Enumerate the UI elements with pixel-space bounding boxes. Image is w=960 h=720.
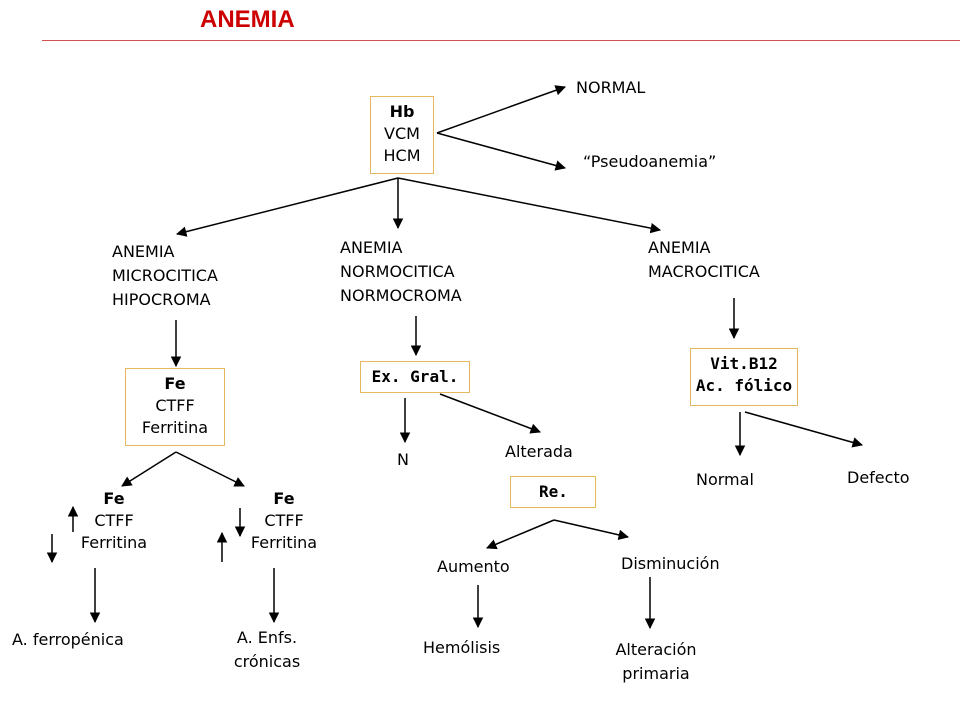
title-divider bbox=[42, 40, 960, 41]
fe-right-line3: Ferritina bbox=[250, 533, 318, 552]
aumento-label: Aumento bbox=[437, 557, 510, 576]
hemolisis-label: Hemólisis bbox=[423, 638, 501, 657]
arrow-hb-pseudo bbox=[436, 132, 567, 171]
macro-normal-label: Normal bbox=[696, 470, 754, 489]
fe-left-line3: Ferritina bbox=[80, 533, 148, 552]
arrow-vit-defecto bbox=[744, 411, 864, 448]
arrow-hb-normal bbox=[436, 85, 566, 134]
macro-line2: MACROCITICA bbox=[648, 262, 760, 281]
micro-line2: MICROCITICA bbox=[112, 266, 218, 285]
a-enfs-line1: A. Enfs. bbox=[236, 628, 298, 647]
ex-gral-box: Ex. Gral. bbox=[360, 361, 470, 393]
hb-box: Hb VCM HCM bbox=[370, 96, 434, 174]
arrow-re-aumento bbox=[486, 519, 555, 550]
fe-left-group: Fe CTFF Ferritina bbox=[72, 488, 156, 554]
alteracion-line1: Alteración bbox=[615, 640, 697, 659]
vit-box: Vit.B12 Ac. fólico bbox=[690, 348, 798, 406]
page-title: ANEMIA bbox=[200, 6, 295, 33]
alteracion-primaria-label: Alteración primaria bbox=[604, 638, 708, 686]
arrow-hb-micro bbox=[175, 177, 399, 237]
a-enfs-line2: crónicas bbox=[233, 652, 301, 671]
hb-label: Hb bbox=[389, 102, 415, 121]
fe-left-line1: Fe bbox=[103, 489, 125, 508]
vit-box-line2: Ac. fólico bbox=[695, 376, 793, 395]
arrow-re-disminucion bbox=[553, 519, 630, 541]
arrow-hb-macro bbox=[397, 177, 662, 234]
fe-box-line3: Ferritina bbox=[141, 418, 209, 437]
normo-line2: NORMOCITICA bbox=[340, 262, 455, 281]
arrow-fe-left bbox=[121, 451, 177, 487]
anemia-macrocitica-label: ANEMIA MACROCITICA bbox=[648, 236, 760, 284]
n-label: N bbox=[397, 450, 409, 469]
fe-box-line2: CTFF bbox=[155, 396, 195, 415]
anemia-microcitica-label: ANEMIA MICROCITICA HIPOCROMA bbox=[112, 240, 218, 312]
arrow-fe-right bbox=[175, 451, 245, 487]
fe-box-line1: Fe bbox=[164, 374, 186, 393]
normo-line1: ANEMIA bbox=[340, 238, 403, 257]
disminucion-label: Disminución bbox=[621, 554, 720, 573]
vit-box-line1: Vit.B12 bbox=[710, 354, 778, 373]
defecto-label: Defecto bbox=[847, 468, 910, 487]
pseudoanemia-label: “Pseudoanemia” bbox=[583, 152, 717, 171]
a-ferropenica-label: A. ferropénica bbox=[12, 630, 124, 649]
fe-right-line2: CTFF bbox=[264, 511, 304, 530]
alterada-label: Alterada bbox=[505, 442, 573, 461]
alteracion-line2: primaria bbox=[622, 664, 690, 683]
micro-line1: ANEMIA bbox=[112, 242, 175, 261]
normo-line3: NORMOCROMA bbox=[340, 286, 462, 305]
hcm-label: HCM bbox=[383, 146, 421, 165]
arrow-exgral-alterada bbox=[439, 393, 541, 434]
vcm-label: VCM bbox=[384, 124, 420, 143]
macro-line1: ANEMIA bbox=[648, 238, 711, 257]
re-box: Re. bbox=[510, 476, 596, 508]
fe-left-line2: CTFF bbox=[94, 511, 134, 530]
fe-box: Fe CTFF Ferritina bbox=[125, 368, 225, 446]
a-enfs-cronicas-label: A. Enfs. crónicas bbox=[224, 626, 310, 674]
normal-label: NORMAL bbox=[576, 78, 646, 97]
micro-line3: HIPOCROMA bbox=[112, 290, 211, 309]
anemia-normocitica-label: ANEMIA NORMOCITICA NORMOCROMA bbox=[340, 236, 462, 308]
fe-right-line1: Fe bbox=[273, 489, 295, 508]
fe-right-group: Fe CTFF Ferritina bbox=[242, 488, 326, 554]
